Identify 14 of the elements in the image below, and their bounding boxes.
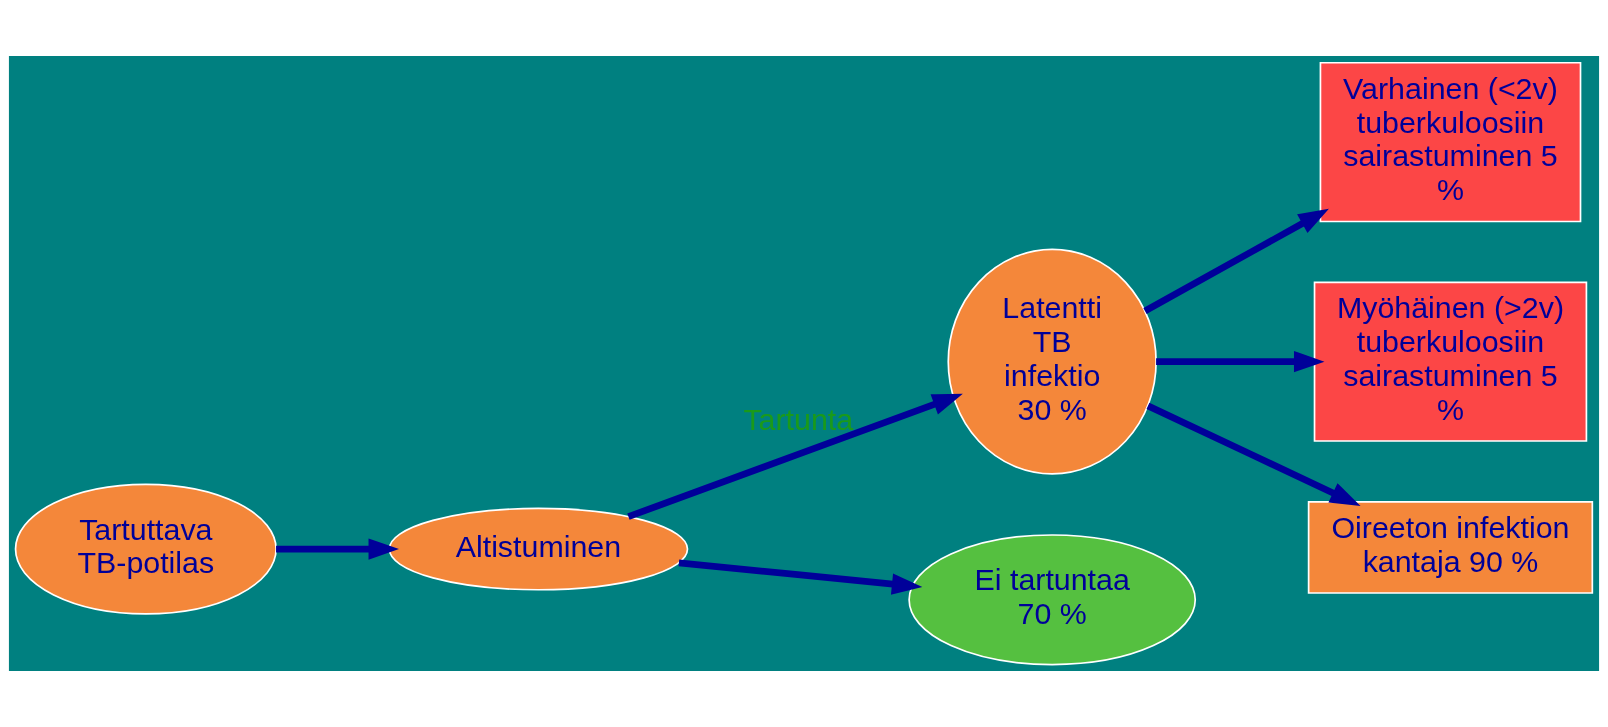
node-ellipse: Tartuttava TB-potilas xyxy=(14,483,277,615)
arrow xyxy=(678,559,923,595)
node-box: Oireeton infektion kantaja 90 % xyxy=(1307,500,1594,594)
arrow xyxy=(276,538,399,560)
arrow xyxy=(627,393,963,520)
node-box: Varhainen (<2v) tuberkuloosiin sairastuminen 5 % xyxy=(1319,61,1582,223)
node-ellipse: Ei tartuntaa 70 % xyxy=(908,534,1197,666)
node-box: Myöhäinen (>2v) tuberkuloosiin sairastuminen 5 % xyxy=(1313,281,1588,442)
edge-label: Tartunta xyxy=(743,401,854,436)
arrow xyxy=(1156,351,1325,373)
node-circle: Latentti TB infektio 30 % xyxy=(947,248,1157,475)
arrow xyxy=(1143,208,1329,314)
node-ellipse: Altistuminen xyxy=(388,507,689,591)
arrow xyxy=(1146,402,1361,506)
